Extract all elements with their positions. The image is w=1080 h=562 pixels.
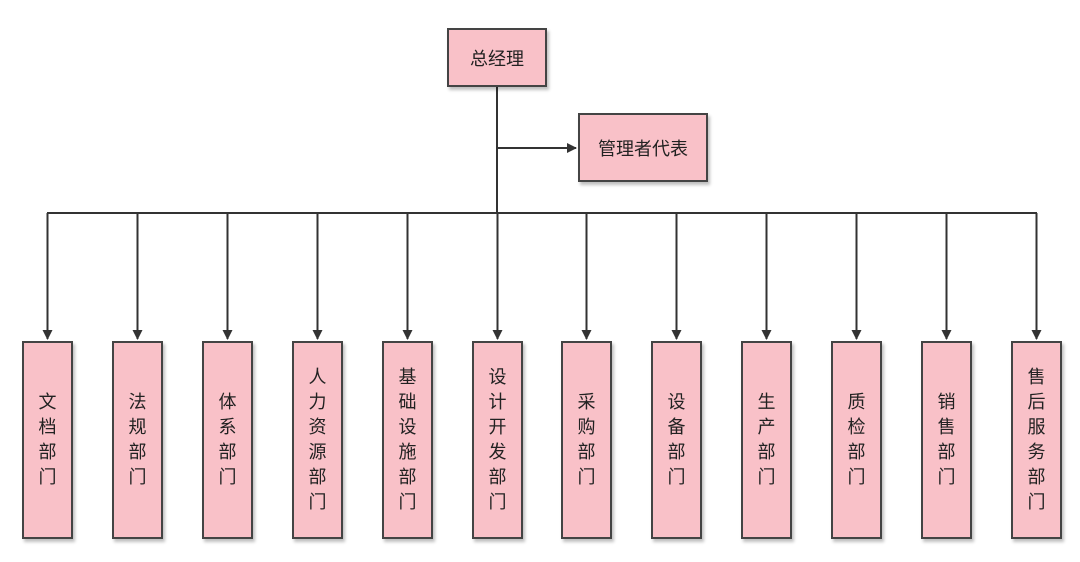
department-label: 销售部门 <box>937 392 956 488</box>
department-label: 法规部门 <box>128 392 147 488</box>
department-label: 文档部门 <box>38 392 57 488</box>
department-box: 设计开发部门 <box>472 341 523 539</box>
department-box: 质检部门 <box>831 341 882 539</box>
department-label: 设备部门 <box>667 392 686 488</box>
management-representative-box: 管理者代表 <box>578 113 708 182</box>
department-box: 销售部门 <box>921 341 972 539</box>
department-box: 体系部门 <box>202 341 253 539</box>
department-box: 人力资源部门 <box>292 341 343 539</box>
general-manager-box: 总经理 <box>447 28 547 87</box>
department-box: 基础设施部门 <box>382 341 433 539</box>
department-box: 生产部门 <box>741 341 792 539</box>
department-box: 设备部门 <box>651 341 702 539</box>
general-manager-label: 总经理 <box>470 48 524 70</box>
department-label: 采购部门 <box>577 392 596 488</box>
management-representative-label: 管理者代表 <box>598 138 688 160</box>
department-label: 设计开发部门 <box>488 367 507 513</box>
department-box: 售后服务部门 <box>1011 341 1062 539</box>
department-label: 基础设施部门 <box>398 367 417 513</box>
department-label: 人力资源部门 <box>308 367 327 513</box>
department-box: 文档部门 <box>22 341 73 539</box>
department-box: 法规部门 <box>112 341 163 539</box>
department-label: 体系部门 <box>218 392 237 488</box>
department-label: 质检部门 <box>847 392 866 488</box>
department-box: 采购部门 <box>561 341 612 539</box>
department-label: 生产部门 <box>757 392 776 488</box>
department-label: 售后服务部门 <box>1027 367 1046 513</box>
